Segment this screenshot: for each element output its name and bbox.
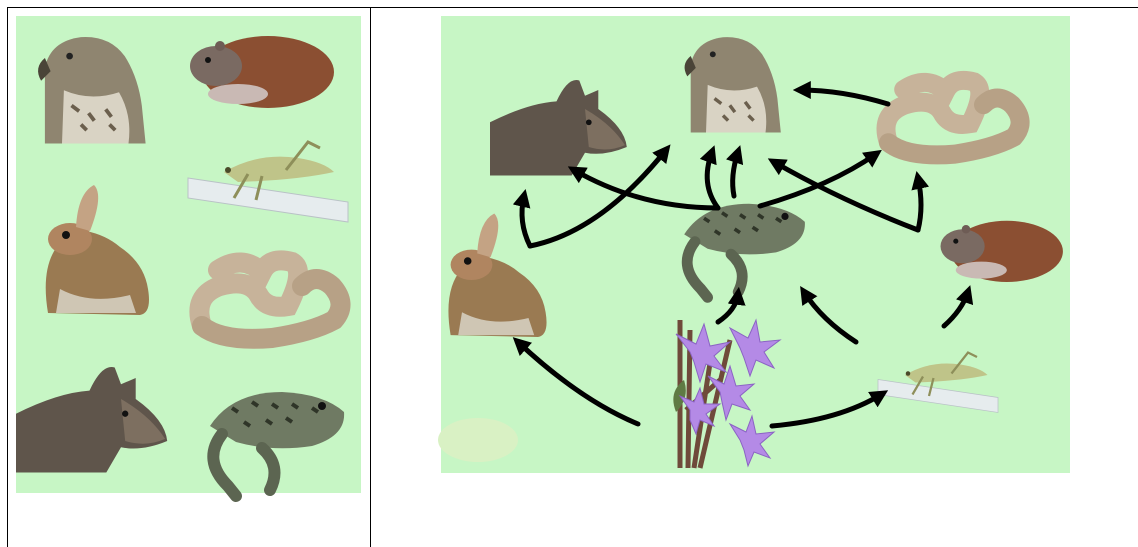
key-vole-icon [190,36,334,108]
arrow-plant-grasshopper [772,394,882,426]
key-frog-icon [210,392,344,496]
key-coyote-icon [16,367,167,473]
arrow-vole-snake [918,178,921,230]
background-spot [438,418,518,462]
web-coyote-icon [490,80,627,176]
web-hawk-icon [685,37,781,132]
web-plant-icon [673,320,780,468]
key-hawk-icon [38,37,146,144]
key-grasshopper-icon [188,142,348,222]
arrow-rabbit-coyote [522,196,530,246]
web-vole-icon [941,221,1063,282]
arrow-plant-frog [718,294,738,322]
arrow-plant-rabbit [518,342,638,424]
web-rabbit-icon [448,214,546,338]
arrow-grasshopper-vole [944,292,968,326]
arrow-frog-hawk-b [707,152,718,208]
arrow-snake-hawk [800,90,888,104]
arrow-grasshopper-frog [804,292,856,342]
key-rabbit-icon [46,185,149,315]
arrow-frog-hawk-a [733,152,738,196]
web-frog-icon [684,204,805,298]
web-snake-icon [886,80,1020,155]
key-snake-icon [199,260,340,338]
web-grasshopper-icon [878,353,998,413]
